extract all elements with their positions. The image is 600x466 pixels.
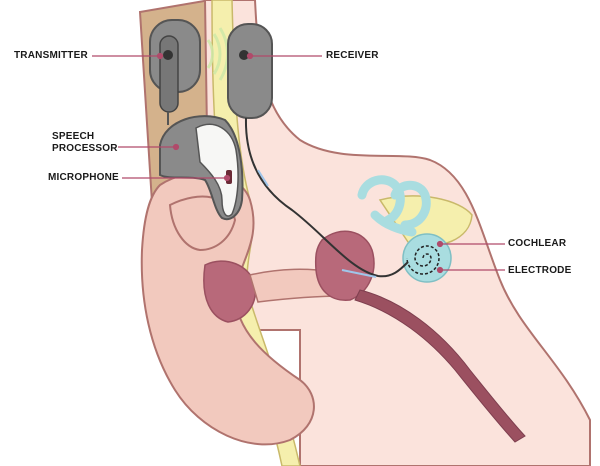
cochlea xyxy=(402,233,452,283)
eustachian-tube xyxy=(354,289,526,443)
sound-arrow-2 xyxy=(341,269,377,278)
receiver-cable xyxy=(244,117,409,278)
ear-concha xyxy=(203,260,257,323)
microphone-label: MICROPHONE xyxy=(48,172,119,183)
cochlear-label: COCHLEAR xyxy=(508,238,567,249)
transmitter-label: TRANSMITTER xyxy=(14,50,88,61)
leader-lines xyxy=(92,52,505,274)
middle-ear xyxy=(314,230,375,301)
electrode-label: ELECTRODE xyxy=(508,265,572,276)
electrode-spiral xyxy=(406,245,440,275)
ear-helix-fold xyxy=(168,195,237,252)
receiver-device xyxy=(227,23,409,278)
transmitter-device xyxy=(149,19,201,125)
sound-arrow xyxy=(257,169,269,187)
receiver-label: RECEIVER xyxy=(326,50,379,61)
speech-processor-label: SPEECH PROCESSOR xyxy=(52,131,118,154)
